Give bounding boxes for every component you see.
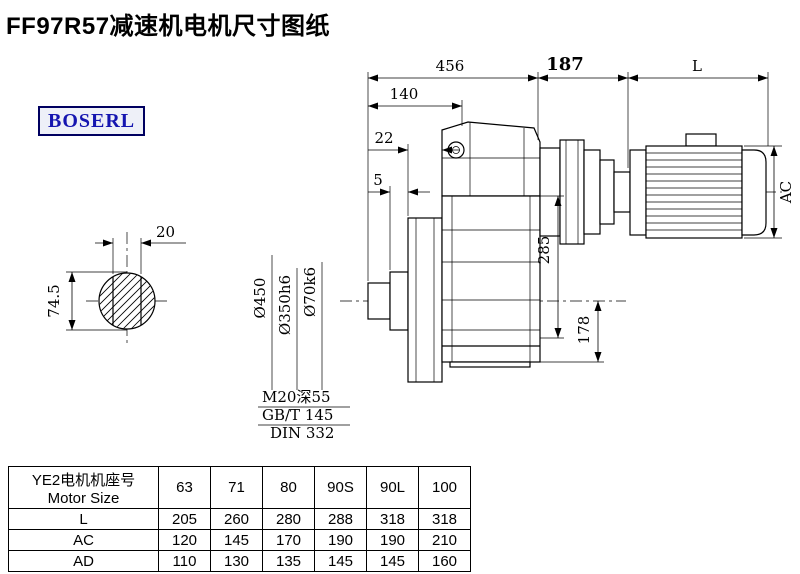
table-cell: 318 (366, 508, 419, 530)
input-adapter (539, 139, 631, 245)
table-row: AD 110 130 135 145 145 160 (8, 550, 471, 572)
shaft-end-view: 20 74.5 (45, 223, 186, 346)
table-cell: 170 (262, 529, 315, 551)
housing-upper (441, 121, 541, 197)
output-flange (407, 217, 443, 383)
dim-AC-label: AC (777, 181, 795, 204)
motor-size-table: YE2电机机座号 Motor Size 63 71 80 90S 90L 100… (8, 466, 471, 572)
dim-5-label: 5 (373, 171, 383, 189)
boserl-logo: BOSERL (38, 106, 146, 136)
dim-140-label: 140 (390, 85, 419, 103)
row-label: AC (8, 529, 159, 551)
dimensions: 456 187 L 140 22 5 285 178 AC (367, 54, 795, 363)
motor-size-header-en: Motor Size (47, 489, 120, 507)
row-label: AD (8, 550, 159, 572)
page-title: FF97R57减速机电机尺寸图纸 (6, 13, 331, 40)
dim-187-label: 187 (546, 54, 584, 75)
size-column: 80 (262, 466, 315, 509)
table-row: L 205 260 280 288 318 318 (8, 508, 471, 530)
table-cell: 260 (210, 508, 263, 530)
size-column: 90L (366, 466, 419, 509)
dia-450-label: Ø450 (251, 278, 269, 319)
hollow-shaft (367, 282, 391, 320)
table-header-row: YE2电机机座号 Motor Size 63 71 80 90S 90L 100 (8, 466, 471, 509)
size-column: 63 (158, 466, 211, 509)
size-column: 100 (418, 466, 471, 509)
thread-notes: M20深55 GB/T 145 DIN 332 (258, 388, 350, 442)
dia-350h6-label: Ø350h6 (276, 275, 294, 335)
table-cell: 160 (418, 550, 471, 572)
housing-base (449, 361, 531, 368)
table-cell: 135 (262, 550, 315, 572)
table-cell: 280 (262, 508, 315, 530)
housing-body (441, 195, 541, 363)
gearbox-side-view (340, 121, 782, 383)
dim-178-label: 178 (575, 316, 593, 345)
thread-spec: M20深55 (262, 388, 331, 406)
dim-74-5: 74.5 (45, 271, 127, 331)
dim-285-label: 285 (535, 236, 553, 265)
dim-20: 20 (95, 223, 186, 274)
motor (629, 133, 767, 239)
table-cell: 210 (418, 529, 471, 551)
table-cell: 145 (210, 529, 263, 551)
dim-456-label: 456 (436, 57, 465, 75)
motor-size-header-cn: YE2电机机座号 (31, 471, 136, 489)
dim-22-label: 22 (374, 129, 393, 147)
table-header-cell: YE2电机机座号 Motor Size (8, 466, 159, 509)
table-cell: 110 (158, 550, 211, 572)
size-column: 71 (210, 466, 263, 509)
table-cell: 120 (158, 529, 211, 551)
table-cell: 288 (314, 508, 367, 530)
shaft-collar (389, 271, 409, 331)
fan-cover (741, 149, 767, 236)
hatch-pattern (99, 273, 155, 329)
table-cell: 205 (158, 508, 211, 530)
dim-20-label: 20 (156, 223, 175, 241)
diameter-callouts: Ø450 Ø350h6 Ø70k6 (251, 255, 323, 390)
size-column: 90S (314, 466, 367, 509)
table-cell: 145 (366, 550, 419, 572)
table-cell: 130 (210, 550, 263, 572)
motor-fins (646, 152, 742, 231)
dim-74-5-label: 74.5 (45, 284, 63, 317)
table-row: AC 120 145 170 190 190 210 (8, 529, 471, 551)
motor-flange (629, 149, 647, 236)
terminal-box (685, 133, 717, 147)
gb-standard: GB/T 145 (262, 406, 333, 424)
table-cell: 145 (314, 550, 367, 572)
din-standard: DIN 332 (270, 424, 334, 442)
table-cell: 318 (418, 508, 471, 530)
dia-70k6-label: Ø70k6 (301, 267, 319, 317)
table-cell: 190 (314, 529, 367, 551)
dim-L-label: L (692, 57, 702, 75)
row-label: L (8, 508, 159, 530)
table-cell: 190 (366, 529, 419, 551)
